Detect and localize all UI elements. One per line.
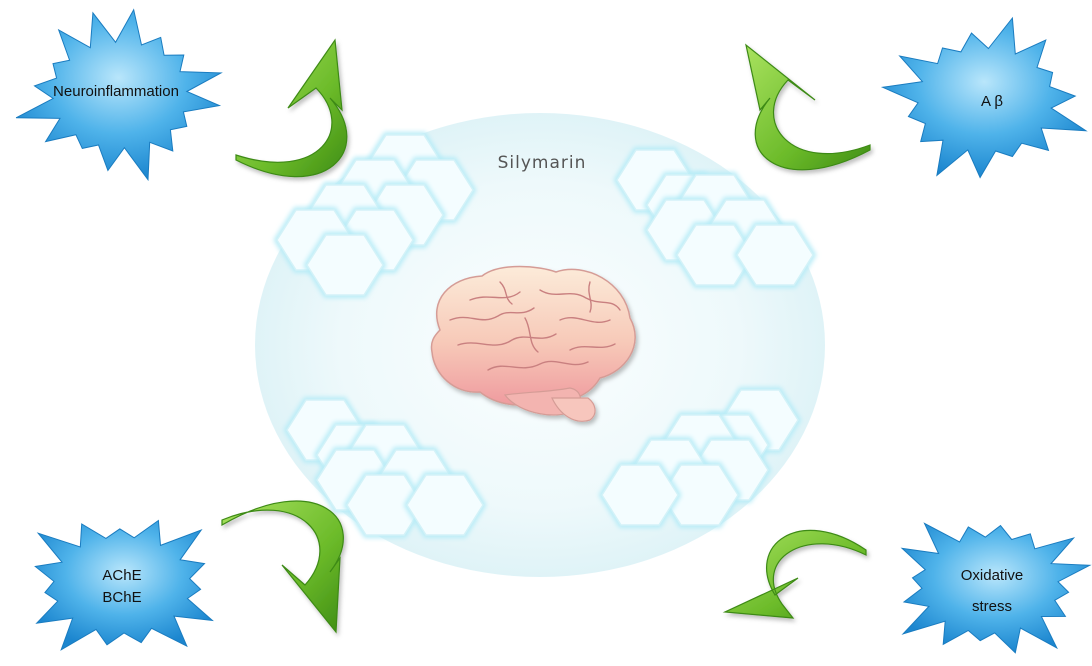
burst-ache-bche <box>35 521 212 650</box>
label-amyloid-beta: A β <box>981 93 1003 110</box>
label-bche: BChE <box>102 589 141 606</box>
label-neuroinflammation: Neuroinflammation <box>53 83 179 100</box>
hexagon-14 <box>737 225 813 285</box>
label-ache: AChE <box>102 567 141 584</box>
silymarin-title: Silymarin <box>498 153 587 173</box>
arrow-top-right <box>746 45 870 170</box>
arrow-top-left <box>236 40 347 177</box>
arrow-bottom-left <box>222 501 343 632</box>
hexagon-7 <box>307 235 383 295</box>
hexagon-21 <box>407 475 483 535</box>
label-stress: stress <box>972 598 1012 615</box>
label-oxidative: Oxidative <box>961 567 1024 584</box>
burst-oxidative-stress <box>902 523 1090 652</box>
hexagon-28 <box>602 465 678 525</box>
arrow-bottom-right <box>725 530 866 618</box>
